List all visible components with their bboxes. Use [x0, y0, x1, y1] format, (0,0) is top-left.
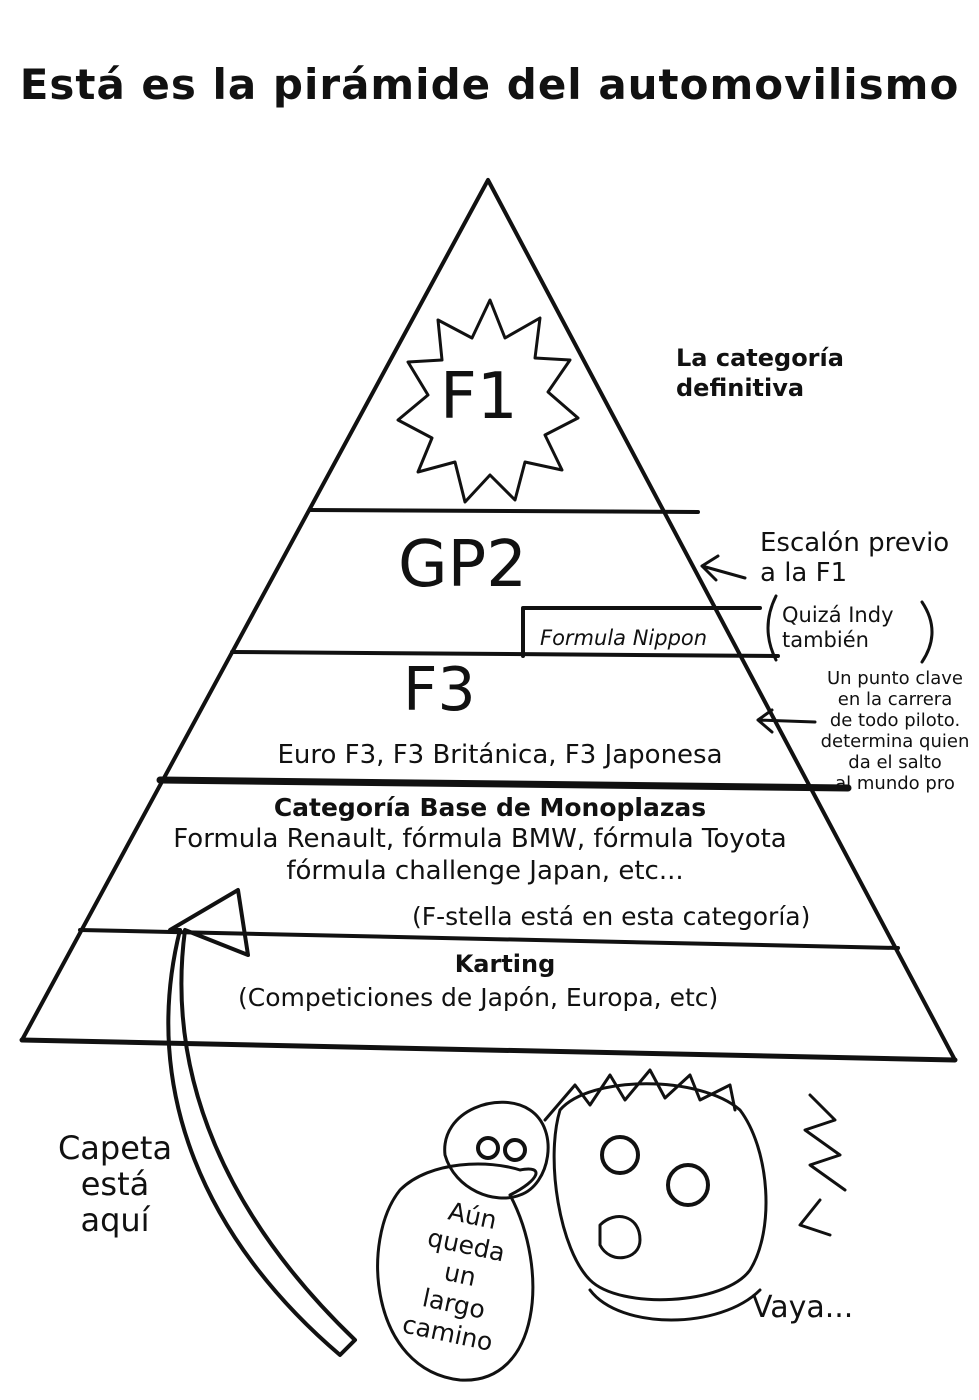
gp2-label: GP2 [398, 528, 527, 602]
boy-eye-right [666, 1163, 710, 1207]
pyramid-outline [20, 178, 957, 1062]
divider-base-karting [78, 928, 900, 950]
pyramid-base-line [19, 1037, 958, 1063]
shock-mark-2 [798, 1198, 832, 1237]
gp2-note-line-1: Escalón previo [760, 528, 950, 558]
capeta-note-line-3: aquí [80, 1201, 150, 1239]
speech-bubble [376, 1162, 538, 1382]
f1-starburst [396, 298, 580, 504]
capeta-note-line-2: está [80, 1165, 150, 1203]
karting-heading: Karting [454, 950, 556, 978]
formula-nippon-label: Formula Nippon [540, 626, 708, 650]
f3-note-line: de todo piloto. [829, 710, 961, 731]
monkey-eye-right [503, 1138, 527, 1162]
boy-head [552, 1082, 768, 1302]
f3-note-line: determina quien [820, 731, 970, 752]
f1-label: F1 [440, 360, 518, 434]
monkey-eye-left [476, 1136, 500, 1160]
base-line-1: Formula Renault, fórmula BMW, fórmula To… [173, 824, 787, 854]
fstella-note: (F-stella está en esta categoría) [412, 902, 811, 931]
f1-note-line-1: La categoría [676, 344, 844, 372]
divider-f1-gp2 [308, 508, 700, 514]
boy-hair [543, 1068, 737, 1122]
capeta-arrow [166, 888, 357, 1357]
monkey-head [443, 1100, 550, 1200]
f3-series-text: Euro F3, F3 Británica, F3 Japonesa [277, 740, 723, 770]
base-line-2: fórmula challenge Japan, etc... [286, 856, 684, 886]
f3-note: Un punto clave en la carrera de todo pil… [812, 668, 978, 794]
f3-label: F3 [403, 655, 476, 725]
base-heading: Categoría Base de Monoplazas [273, 793, 707, 822]
indy-note-line-1: Quizá Indy [782, 603, 894, 627]
f1-note-line-2: definitiva [676, 374, 805, 402]
indy-paren-right [920, 600, 934, 664]
f3-note-line: en la carrera [837, 689, 953, 710]
indy-paren-left [766, 594, 778, 662]
boy-eye-left [600, 1135, 640, 1175]
f3-note-line: Un punto clave [827, 668, 963, 689]
arrow-f3-note [756, 708, 817, 734]
gp2-note-line-2: a la F1 [760, 558, 848, 588]
divider-gp2-f3 [230, 650, 780, 658]
f3-note-line: da el salto [848, 752, 942, 773]
capeta-note: Capeta está aquí [40, 1130, 190, 1238]
shock-mark-1 [803, 1093, 847, 1192]
divider-f3-base [156, 776, 852, 792]
arrow-gp2-note [700, 554, 747, 582]
karting-detail: (Competiciones de Japón, Europa, etc) [238, 983, 719, 1012]
boy-mouth [598, 1215, 642, 1260]
indy-note-line-2: también [782, 628, 869, 652]
formula-nippon-box [521, 606, 762, 658]
page-title: Está es la pirámide del automovilismo [19, 60, 960, 109]
speech-bubble-text: Aún queda un largo camino [371, 1186, 549, 1364]
f3-note-line: al mundo pro [835, 773, 955, 794]
vaya-text: Vaya... [752, 1290, 854, 1325]
capeta-note-line-1: Capeta [57, 1129, 173, 1167]
boy-collar [588, 1288, 762, 1322]
